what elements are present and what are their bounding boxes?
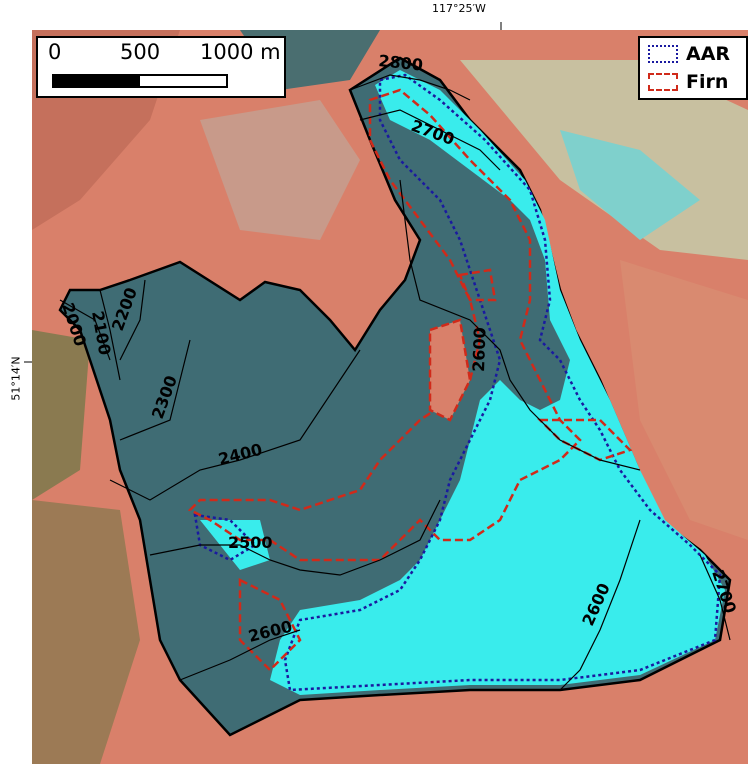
contour-line-2600-e	[559, 519, 641, 691]
legend: AAR Firn	[638, 36, 748, 100]
firn-patch-1	[458, 268, 497, 302]
contour-label-2500: 2500	[228, 533, 273, 552]
scale-label-1000: 1000 m	[200, 40, 281, 64]
terrain-patch-e	[620, 260, 748, 540]
contour-line-2100	[99, 289, 121, 381]
nunatak	[428, 318, 472, 422]
snow-patch-ne	[560, 130, 700, 240]
legend-swatch-firn	[648, 73, 678, 91]
legend-swatch-aar	[648, 45, 678, 63]
contour-line-2600-n	[399, 179, 641, 471]
contour-line-2500	[149, 499, 441, 576]
longitude-label: 117°25′W	[432, 2, 486, 15]
scale-bar-black-segment	[54, 76, 140, 86]
contour-label-2600-n: 2600	[469, 327, 490, 372]
latitude-label: 51°14′N	[9, 356, 23, 401]
aar-outline	[283, 73, 722, 692]
contour-label-2800: 2800	[378, 51, 424, 75]
scale-label-0: 0	[48, 40, 62, 64]
scale-bar: 0 500 1000 m	[36, 36, 286, 98]
firn-patch-3	[238, 577, 302, 672]
contour-line-2200	[119, 279, 146, 361]
scale-label-500: 500	[120, 40, 161, 64]
contour-line-2400	[109, 349, 361, 501]
glacier-ice	[270, 70, 725, 695]
vegetation-patch-sw	[32, 500, 140, 764]
legend-item-firn: Firn	[648, 70, 728, 94]
contour-line-2600-s	[179, 629, 301, 681]
aar-patch	[193, 513, 258, 562]
vegetation-patch-w	[32, 330, 90, 500]
contour-line-2300	[119, 339, 191, 441]
legend-label-aar: AAR	[686, 43, 731, 65]
contour-line-2700-e	[699, 554, 731, 641]
contour-line-2000	[59, 299, 111, 361]
scale-bar-graphic	[52, 74, 228, 88]
contour-line-2800	[349, 74, 471, 101]
legend-label-firn: Firn	[686, 71, 729, 93]
legend-item-aar: AAR	[648, 42, 730, 66]
terrain-patch-n	[200, 100, 360, 240]
contour-line-2700-n	[359, 109, 501, 171]
contour-lines	[59, 74, 731, 691]
